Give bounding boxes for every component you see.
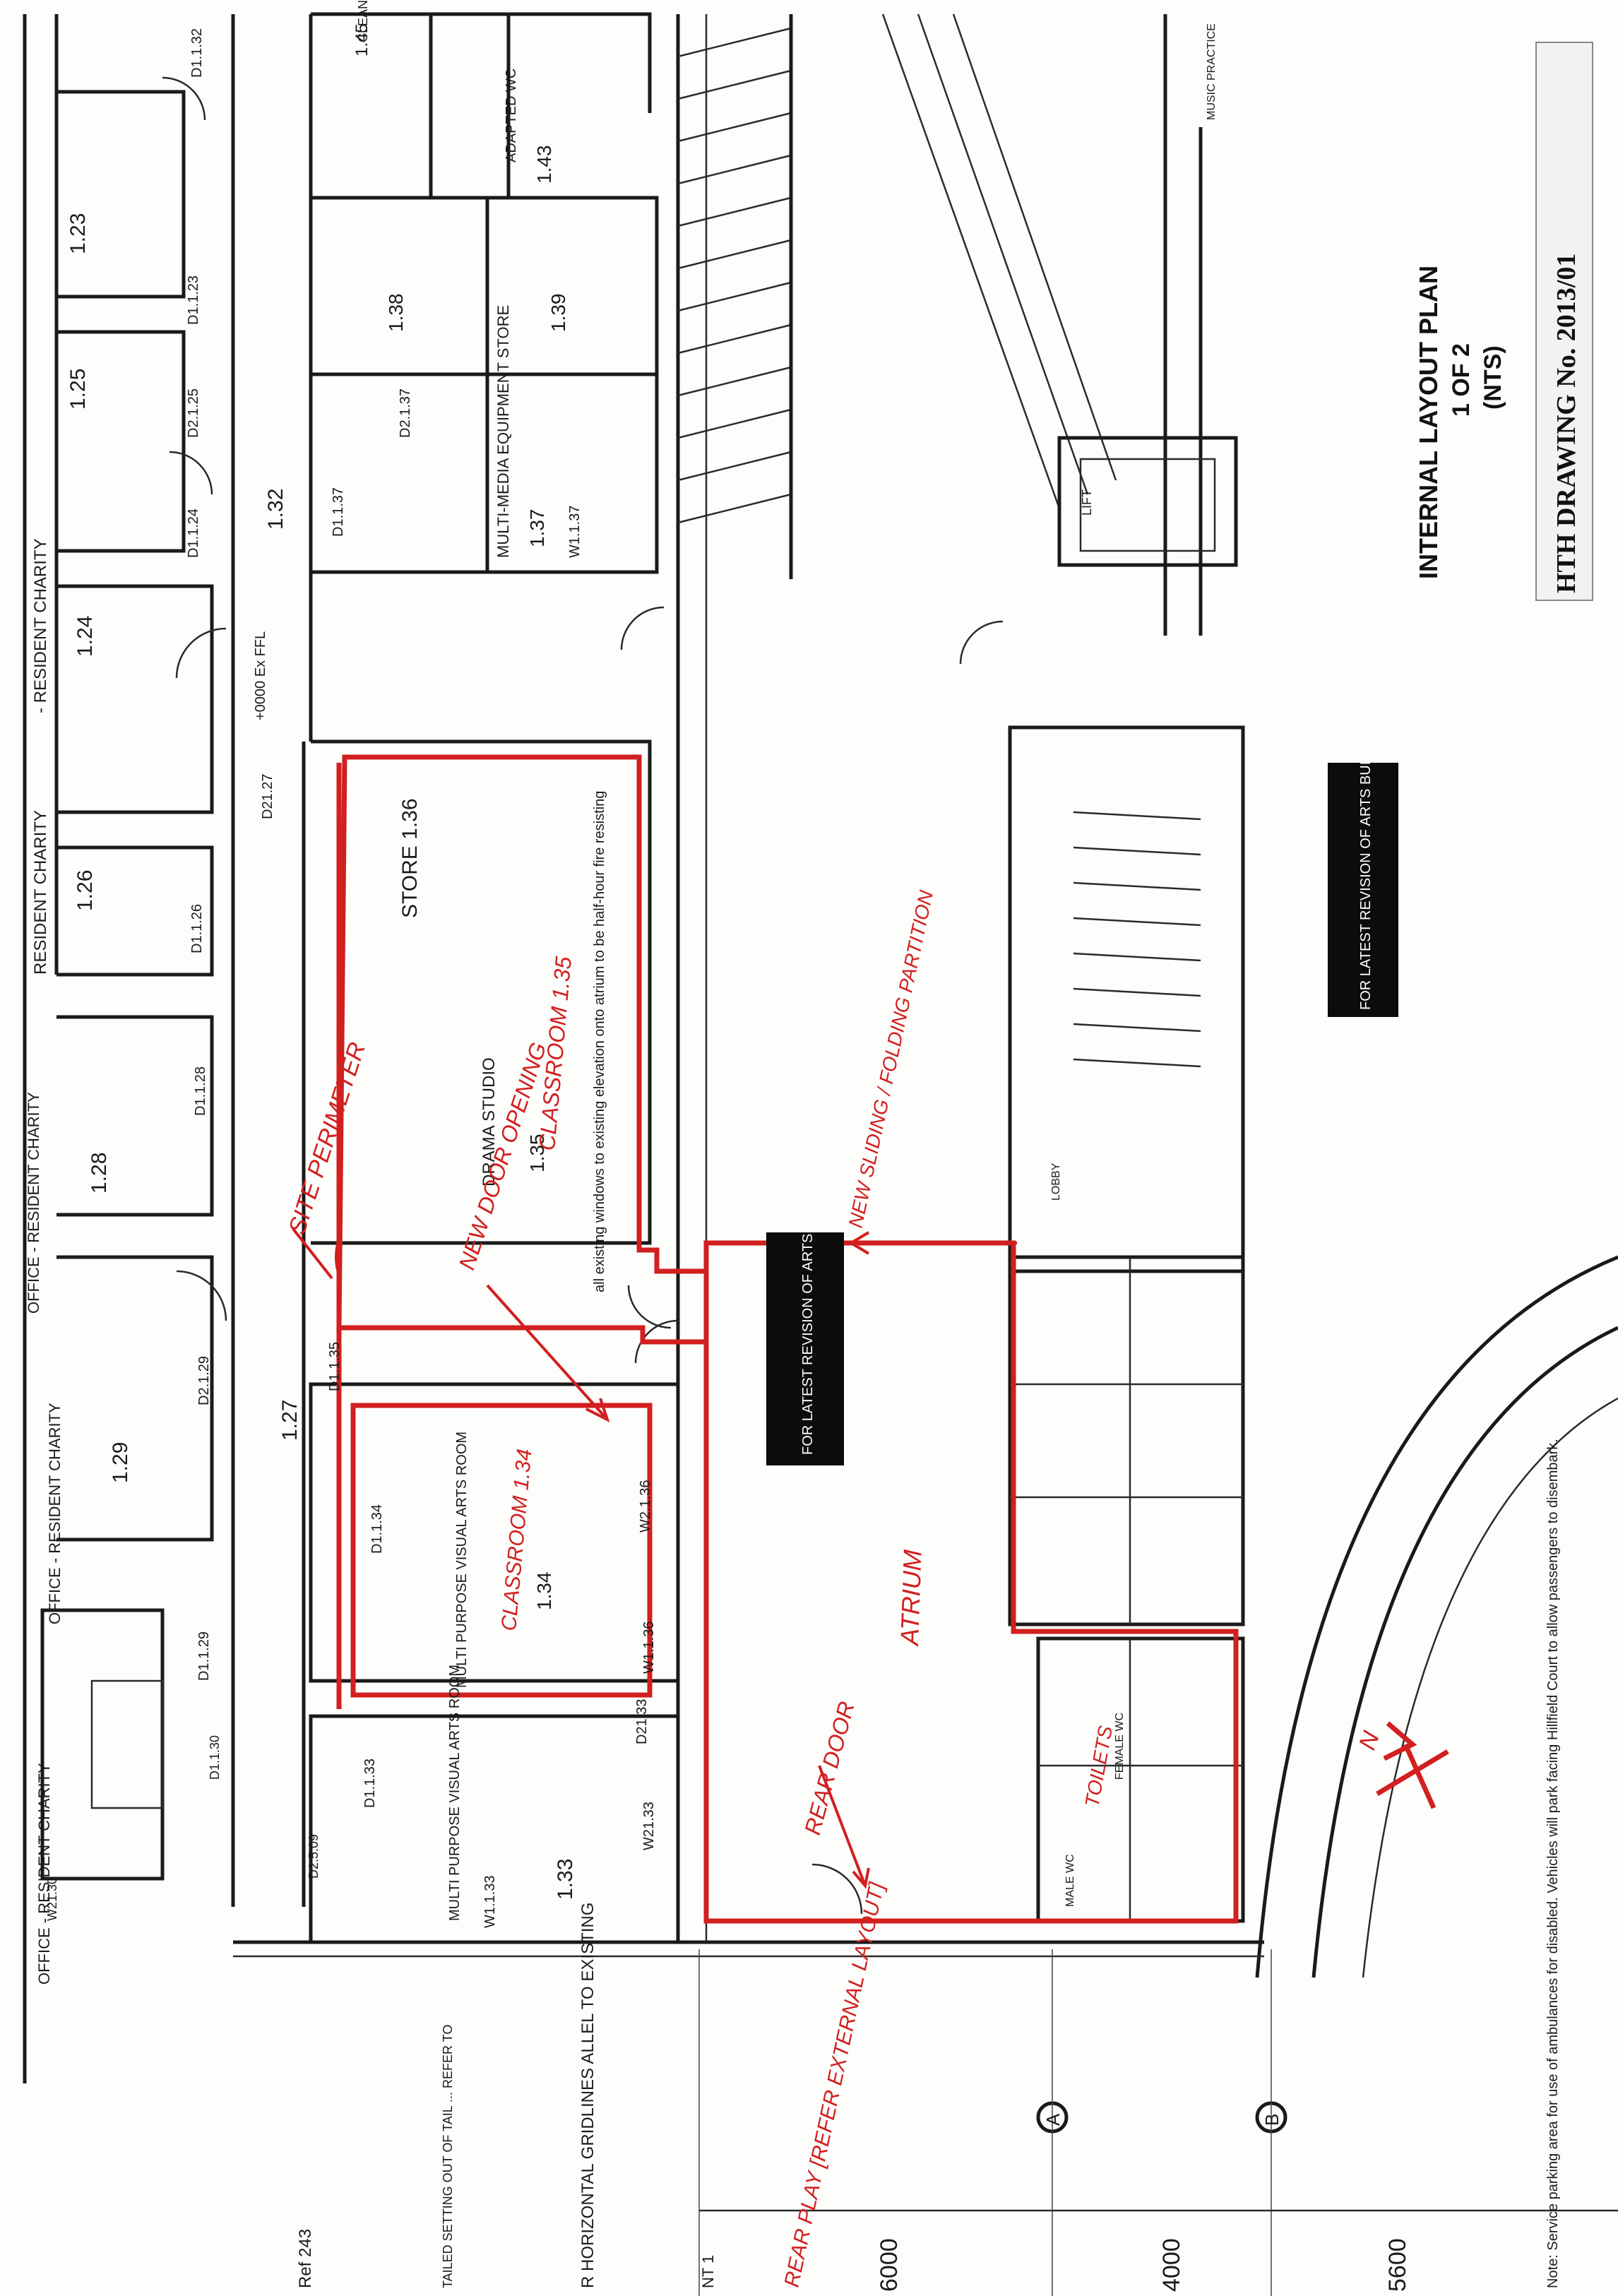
gridlines-note: R HORIZONTAL GRIDLINES ALLEL TO EXISTING — [578, 1903, 597, 2288]
room-1-28: 1.28 — [88, 1153, 111, 1194]
label-lobby: LOBBY — [1050, 1162, 1062, 1201]
room-1-29: 1.29 — [109, 1442, 132, 1483]
tag-w1137: W1.1.37 — [567, 506, 583, 558]
title-block: INTERNAL LAYOUT PLAN 1 OF 2 (NTS) HTH DR… — [1414, 42, 1593, 601]
dim-6000: 6000 — [876, 2238, 903, 2292]
label-office-rc-2: OFFICE - RESIDENT CHARITY — [46, 1403, 64, 1624]
label-drama-studio: DRAMA STUDIO — [480, 1057, 499, 1186]
drawing-sheet: 1 OF 2 — [1448, 343, 1475, 417]
room-1-45: 1.45 — [352, 23, 371, 56]
label-multimedia-store: MULTI-MEDIA EQUIPMENT STORE — [494, 305, 512, 558]
tag-d2125: D2.1.25 — [186, 388, 201, 438]
label-office-rc-3: OFFICE - RESIDENT CHARITY — [35, 1763, 53, 1985]
room-1-39: 1.39 — [547, 294, 569, 333]
label-clean: CLEAN — [356, 0, 370, 42]
label-office-rc-1: OFFICE - RESIDENT CHARITY — [25, 1092, 42, 1314]
tag-d1135: D1.1.35 — [327, 1342, 343, 1391]
note-box-2: FOR LATEST REVISION OF ARTS BUILDING REF… — [1328, 560, 1398, 1017]
tag-d1126: D1.1.26 — [189, 904, 205, 953]
room-1-34: 1.34 — [533, 1572, 555, 1611]
tag-d1132: D1.1.32 — [189, 28, 205, 78]
label-resident-charity-top: - RESIDENT CHARITY — [31, 538, 50, 713]
room-1-35: 1.35 — [526, 1134, 548, 1173]
room-1-33: 1.33 — [554, 1859, 577, 1900]
label-mpva-1: MULTI PURPOSE VISUAL ARTS ROOM — [454, 1432, 470, 1688]
label-resident-charity-mid: RESIDENT CHARITY — [31, 810, 50, 975]
service-note: Note: Service parking area for use of am… — [1545, 1439, 1561, 2288]
window-note: all existing windows to existing elevati… — [592, 791, 607, 1292]
annotation-sliding-partition: NEW SLIDING / FOLDING PARTITION — [845, 888, 938, 1230]
room-1-27: 1.27 — [278, 1400, 302, 1441]
tag-d2127: D21.27 — [260, 774, 275, 820]
tag-d1134: D1.1.34 — [369, 1504, 385, 1554]
nt1-note: NT 1 — [699, 2255, 717, 2288]
tag-w2130: W21.30 — [45, 1877, 59, 1921]
tag-w2136: W2.1.36 — [638, 1480, 653, 1533]
label-male-wc: MALE WC — [1064, 1854, 1076, 1907]
rear-door-arrow — [818, 1765, 870, 1889]
room-1-32: 1.32 — [264, 489, 287, 530]
label-mpva-2: MULTI PURPOSE VISUAL ARTS ROOM — [447, 1665, 463, 1921]
annotation-atrium: ATRIUM — [895, 1549, 927, 1648]
room-labels: 1.23 1.25 1.24 1.26 1.28 1.29 1.27 1.32 … — [25, 0, 1218, 1985]
new-door-arrow — [486, 1284, 610, 1422]
door-tags: D1.1.32 D1.1.23 D2.1.25 D1.1.24 D21.27 D… — [45, 28, 657, 1928]
tailed-setting-note: TAILED SETTING OUT OF TAIL ... REFER TO — [441, 2025, 455, 2288]
site-perimeter-arrow — [292, 1227, 333, 1280]
room-1-38: 1.38 — [385, 294, 407, 333]
room-1-26: 1.26 — [73, 870, 97, 911]
tag-d1128: D1.1.28 — [193, 1066, 208, 1116]
label-music-practice: MUSIC PRACTICE — [1206, 23, 1218, 120]
tag-d1124: D1.1.24 — [186, 508, 201, 558]
note-box-1-text: FOR LATEST REVISION OF ARTS BUILDING REF… — [800, 1005, 816, 1455]
note-box-1: FOR LATEST REVISION OF ARTS BUILDING REF… — [766, 1005, 844, 1465]
tag-d1133: D1.1.33 — [362, 1759, 378, 1808]
room-1-25: 1.25 — [66, 369, 90, 410]
drawing-number-box — [1535, 42, 1593, 601]
annotation-rear-door: REAR DOOR — [799, 1699, 859, 1838]
annotation-site-perimeter: SITE PERIMETER — [283, 1039, 371, 1237]
grid-b: B — [1261, 2114, 1283, 2126]
room-store-1-36: STORE 1.36 — [398, 798, 422, 918]
room-1-23: 1.23 — [66, 213, 90, 254]
dim-4000: 4000 — [1158, 2238, 1185, 2292]
annotation-classroom-134: CLASSROOM 1.34 — [497, 1448, 536, 1631]
drawing-number: HTH DRAWING No. 2013/01 — [1552, 254, 1581, 593]
tag-w1136: W1.1.36 — [641, 1622, 657, 1674]
level-marker: +0000 Ex FFL — [253, 631, 268, 720]
tag-d1130: D1.1.30 — [208, 1735, 222, 1780]
plan-linework — [23, 12, 1618, 2296]
tag-d1123: D1.1.23 — [186, 275, 201, 325]
plan-notes: +0000 Ex FFL all existing windows to exi… — [253, 631, 1561, 2292]
room-1-43: 1.43 — [533, 145, 555, 184]
tag-w2133: W21.33 — [641, 1802, 657, 1850]
tag-w1133: W1.1.33 — [482, 1876, 498, 1928]
label-lift: LIFT — [1080, 489, 1094, 516]
classroom-134-outline — [350, 1403, 653, 1698]
room-1-24: 1.24 — [73, 616, 97, 657]
label-adapted-wc: ADAPTED WC — [504, 69, 519, 162]
drawing-scale: (NTS) — [1480, 345, 1506, 410]
drawing-title: INTERNAL LAYOUT PLAN — [1414, 266, 1443, 579]
tag-d2129: D2.1.29 — [196, 1356, 212, 1405]
tag-d2137: D2.1.37 — [398, 388, 413, 438]
dim-5600: 5600 — [1384, 2238, 1411, 2292]
ref-note: Ref 243 — [296, 2229, 315, 2288]
annotation-north: N — [1354, 1727, 1385, 1753]
tag-d2133: D21.33 — [634, 1699, 650, 1745]
room-1-37: 1.37 — [526, 509, 548, 548]
tag-d2509: D2.5.09 — [307, 1834, 321, 1879]
tag-d1129: D1.1.29 — [196, 1631, 212, 1681]
label-female-wc: FEMALE WC — [1114, 1713, 1126, 1780]
tag-d1137: D1.1.37 — [331, 487, 346, 537]
note-box-2-text: FOR LATEST REVISION OF ARTS BUILDING REF… — [1358, 560, 1374, 1010]
red-markup — [292, 754, 1239, 1924]
grid-a: A — [1042, 2113, 1064, 2126]
